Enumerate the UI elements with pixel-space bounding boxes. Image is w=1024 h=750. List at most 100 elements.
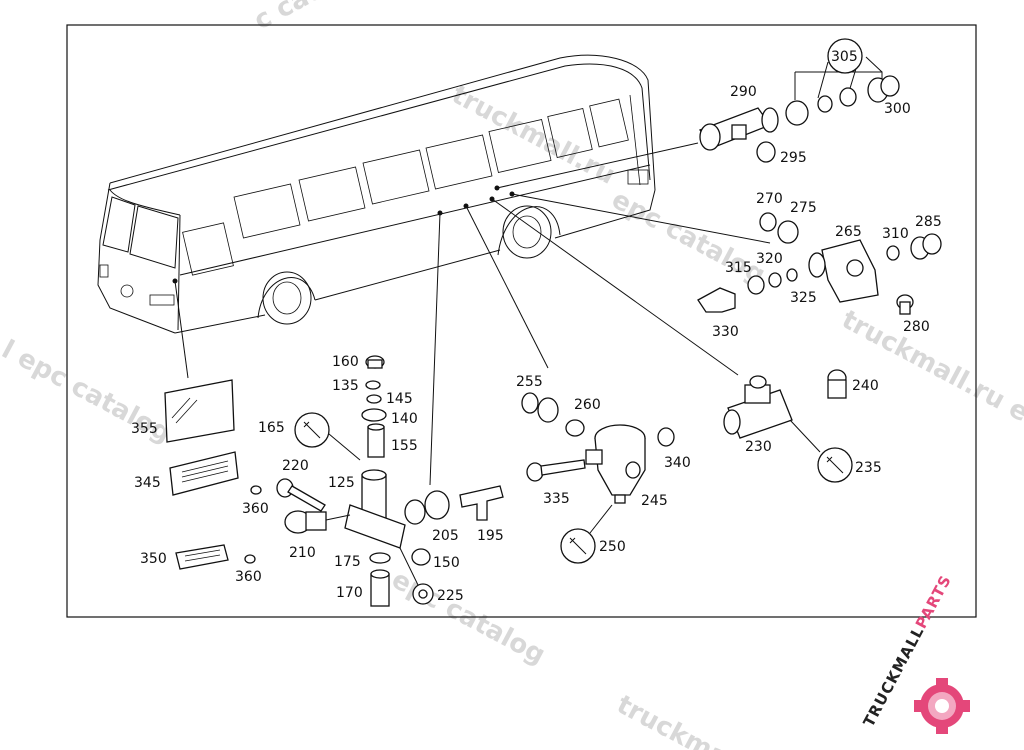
part-285 bbox=[910, 233, 942, 260]
callout-label: 150 bbox=[433, 555, 460, 571]
callout-label: 145 bbox=[386, 391, 413, 407]
callout-label: 350 bbox=[140, 551, 167, 567]
callout-label: 165 bbox=[258, 420, 285, 436]
callout-circle bbox=[827, 38, 863, 74]
truckmall-parts-logo: TRUCKMALLPARTS bbox=[860, 572, 970, 734]
callout-label: 280 bbox=[903, 319, 930, 335]
part-240 bbox=[827, 369, 847, 399]
callout-label: 170 bbox=[336, 585, 363, 601]
part-210 bbox=[284, 510, 351, 534]
part-255 bbox=[521, 392, 559, 423]
callout-label: 260 bbox=[574, 397, 601, 413]
callout-label: 295 bbox=[780, 150, 807, 166]
callout-label: 360 bbox=[242, 501, 269, 517]
wrench-icon bbox=[789, 419, 853, 483]
part-280 bbox=[896, 294, 914, 315]
part-340 bbox=[657, 427, 675, 447]
part-175 bbox=[369, 552, 391, 564]
callout-label: 305 bbox=[831, 49, 858, 65]
callout-label: 225 bbox=[437, 588, 464, 604]
part-330 bbox=[697, 287, 736, 313]
part-155 bbox=[367, 423, 385, 458]
callout-label: 235 bbox=[855, 460, 882, 476]
callout-label: 345 bbox=[134, 475, 161, 491]
wrench-icon bbox=[294, 412, 361, 461]
part-320 bbox=[768, 272, 782, 288]
callout-labels: 305 290 300 295 270 275 265 310 285 315 … bbox=[131, 38, 942, 604]
callout-label: 285 bbox=[915, 214, 942, 230]
callout-label: 290 bbox=[730, 84, 757, 100]
callout-label: 210 bbox=[289, 545, 316, 561]
wrench-icon bbox=[560, 504, 613, 564]
callout-label: 240 bbox=[852, 378, 879, 394]
callout-label: 355 bbox=[131, 421, 158, 437]
part-230 bbox=[723, 375, 793, 439]
part-220 bbox=[276, 478, 326, 512]
callout-label: 340 bbox=[664, 455, 691, 471]
part-310 bbox=[886, 245, 900, 261]
part-160 bbox=[365, 355, 385, 369]
gear-icon bbox=[914, 678, 970, 734]
callout-label: 255 bbox=[516, 374, 543, 390]
part-170 bbox=[370, 569, 390, 607]
part-275 bbox=[777, 220, 799, 244]
callout-label: 135 bbox=[332, 378, 359, 394]
part-140 bbox=[361, 408, 387, 422]
part-260 bbox=[565, 419, 585, 437]
callout-label: 220 bbox=[282, 458, 309, 474]
callout-label: 230 bbox=[745, 439, 772, 455]
callout-label: 275 bbox=[790, 200, 817, 216]
part-205 bbox=[404, 490, 450, 525]
callout-label: 155 bbox=[391, 438, 418, 454]
leader-lines bbox=[172, 56, 883, 486]
callout-label: 360 bbox=[235, 569, 262, 585]
part-265 bbox=[808, 239, 879, 303]
part-125 bbox=[344, 469, 406, 549]
bus-illustration bbox=[97, 54, 656, 334]
part-145 bbox=[366, 394, 382, 404]
callout-label: 325 bbox=[790, 290, 817, 306]
part-315 bbox=[747, 275, 765, 295]
callout-label: 205 bbox=[432, 528, 459, 544]
callout-label: 245 bbox=[641, 493, 668, 509]
part-135 bbox=[365, 380, 381, 390]
part-355 bbox=[164, 379, 235, 443]
watermark-text: truckmall.ru e bbox=[837, 305, 1024, 429]
watermark-text: c catalog bbox=[249, 0, 380, 36]
part-325 bbox=[786, 268, 798, 282]
callout-label: 250 bbox=[599, 539, 626, 555]
part-345 bbox=[169, 451, 239, 496]
callout-label: 330 bbox=[712, 324, 739, 340]
callout-label: 300 bbox=[884, 101, 911, 117]
callout-label: 265 bbox=[835, 224, 862, 240]
callout-label: 125 bbox=[328, 475, 355, 491]
callout-label: 160 bbox=[332, 354, 359, 370]
callout-label: 320 bbox=[756, 251, 783, 267]
part-360 bbox=[244, 554, 256, 564]
watermark-text: truckmall bbox=[612, 690, 749, 750]
part-225 bbox=[399, 547, 434, 605]
part-295 bbox=[756, 141, 776, 163]
part-270 bbox=[759, 212, 777, 232]
part-360 bbox=[250, 485, 262, 495]
watermark-text: truckmall.ru bbox=[447, 80, 620, 191]
part-290 bbox=[699, 107, 779, 151]
callout-label: 140 bbox=[391, 411, 418, 427]
part-305-group bbox=[785, 87, 857, 126]
callout-label: 270 bbox=[756, 191, 783, 207]
watermark-text: epc catalog bbox=[387, 565, 550, 671]
part-350 bbox=[175, 544, 229, 570]
parts bbox=[164, 75, 942, 607]
callout-label: 315 bbox=[725, 260, 752, 276]
part-245 bbox=[585, 424, 646, 504]
callout-label: 195 bbox=[477, 528, 504, 544]
part-300 bbox=[867, 75, 900, 103]
part-335 bbox=[526, 459, 586, 482]
diagram-frame bbox=[66, 24, 977, 618]
part-195 bbox=[459, 485, 504, 521]
callout-label: 310 bbox=[882, 226, 909, 242]
callout-label: 335 bbox=[543, 491, 570, 507]
part-150 bbox=[411, 548, 431, 566]
